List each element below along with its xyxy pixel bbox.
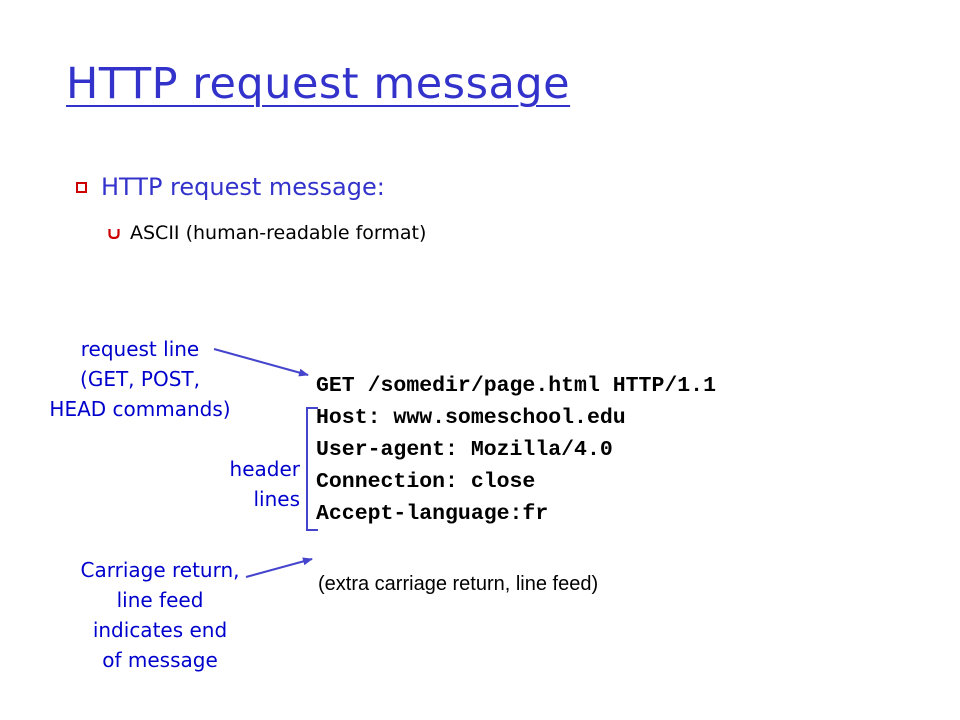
annotation-line: of message: [102, 648, 218, 672]
bullet-item-level-1: HTTP request message:: [76, 173, 385, 201]
header-line-accept-language: Accept-language:fr: [316, 502, 549, 526]
header-lines-bracket: [306, 407, 318, 531]
carriage-return-annotation: Carriage return, line feed indicates end…: [36, 555, 284, 675]
annotation-line: (GET, POST,: [80, 367, 200, 391]
annotation-line: indicates end: [92, 618, 228, 642]
request-line-arrow: [213, 348, 309, 377]
request-line: GET /somedir/page.html HTTP/1.1: [316, 374, 716, 398]
annotation-line: line feed: [116, 588, 204, 612]
bullet-text: HTTP request message:: [101, 173, 385, 201]
bullet-item-level-2: ASCII (human-readable format): [108, 222, 426, 244]
http-request-block: GET /somedir/page.html HTTP/1.1 Host: ww…: [316, 370, 716, 530]
curved-bullet-icon: [108, 229, 120, 239]
slide-title: HTTP request message: [66, 59, 571, 109]
header-line-host: Host: www.someschool.edu: [316, 406, 626, 430]
extra-crlf-line: (extra carriage return, line feed): [318, 573, 599, 595]
header-lines-annotation: header lines: [180, 454, 300, 514]
header-line-user-agent: User-agent: Mozilla/4.0: [316, 438, 613, 462]
annotation-line: request line: [80, 337, 200, 361]
annotation-line: lines: [253, 487, 300, 511]
annotation-line: header: [229, 457, 300, 481]
request-line-annotation: request line (GET, POST, HEAD commands): [28, 334, 252, 424]
bullet-text: ASCII (human-readable format): [130, 222, 427, 244]
square-bullet-icon: [76, 181, 87, 193]
header-line-connection: Connection: close: [316, 470, 536, 494]
annotation-line: Carriage return,: [80, 558, 240, 582]
annotation-line: HEAD commands): [49, 397, 231, 421]
carriage-return-arrow: [245, 557, 313, 578]
